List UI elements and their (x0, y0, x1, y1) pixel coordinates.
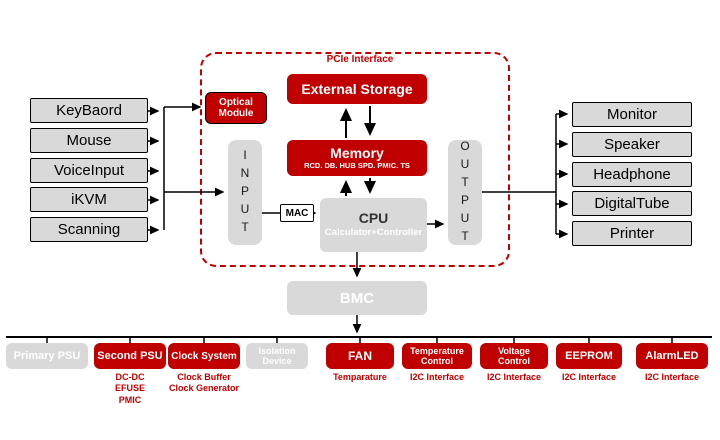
alarmled-box: AlarmLED (636, 343, 708, 369)
input-device-keyboard: KeyBaord (30, 98, 148, 123)
pcie-interface-label: PCIe Interface (326, 54, 394, 65)
left-device-arrows (148, 106, 160, 235)
memory-components-label: RCD. DB. HUB SPD. PMIC. TS (304, 161, 410, 171)
input-device-scanning: Scanning (30, 217, 148, 242)
input-device-mouse: Mouse (30, 128, 148, 153)
output-device-printer: Printer (572, 221, 692, 246)
clock-system-box: Clock System (168, 343, 240, 369)
output-block-label: OUTPUT (458, 138, 472, 247)
optical-module-block: Optical Module (205, 92, 267, 124)
input-block: INPUT (228, 140, 262, 245)
input-device-voiceinput: VoiceInput (30, 158, 148, 183)
output-device-headphone: Headphone (572, 162, 692, 187)
output-device-monitor: Monitor (572, 102, 692, 127)
input-block-label: INPUT (238, 147, 252, 238)
external-storage-block: External Storage (287, 74, 427, 104)
alarmled-sublabel: I2C Interface (644, 372, 700, 382)
memory-title: Memory (330, 144, 384, 161)
pcie-core-boundary (200, 52, 510, 267)
eeprom-box: EEPROM (556, 343, 622, 369)
cpu-subtitle: Calculator+Controller (324, 227, 423, 239)
fan-box: FAN (326, 343, 394, 369)
input-device-ikvm: iKVM (30, 187, 148, 212)
primary-psu-box: Primary PSU (6, 343, 88, 369)
cpu-block: CPU Calculator+Controller (320, 198, 427, 252)
clock-system-sublabel: Clock Buffer Clock Generator (168, 372, 240, 394)
output-block: OUTPUT (448, 138, 482, 247)
second-psu-sublabel: DC-DC EFUSE PMIC (114, 372, 145, 405)
output-device-digitaltube: DigitalTube (572, 191, 692, 216)
cpu-title: CPU (358, 210, 389, 227)
fan-sublabel: Temparature (333, 372, 387, 382)
mac-block: MAC (280, 204, 314, 222)
eeprom-sublabel: I2C Interface (561, 372, 617, 382)
temperature-control-sublabel: I2C Interface (409, 372, 465, 382)
bmc-block: BMC (287, 281, 427, 315)
temperature-control-box: Temperature Control (402, 343, 472, 369)
isolation-device-box: Isolation Device (246, 343, 308, 369)
voltage-control-box: Voltage Control (480, 343, 548, 369)
voltage-control-sublabel: I2C Interface (486, 372, 542, 382)
memory-block: Memory RCD. DB. HUB SPD. PMIC. TS (287, 140, 427, 176)
output-device-speaker: Speaker (572, 132, 692, 157)
second-psu-box: Second PSU (94, 343, 166, 369)
